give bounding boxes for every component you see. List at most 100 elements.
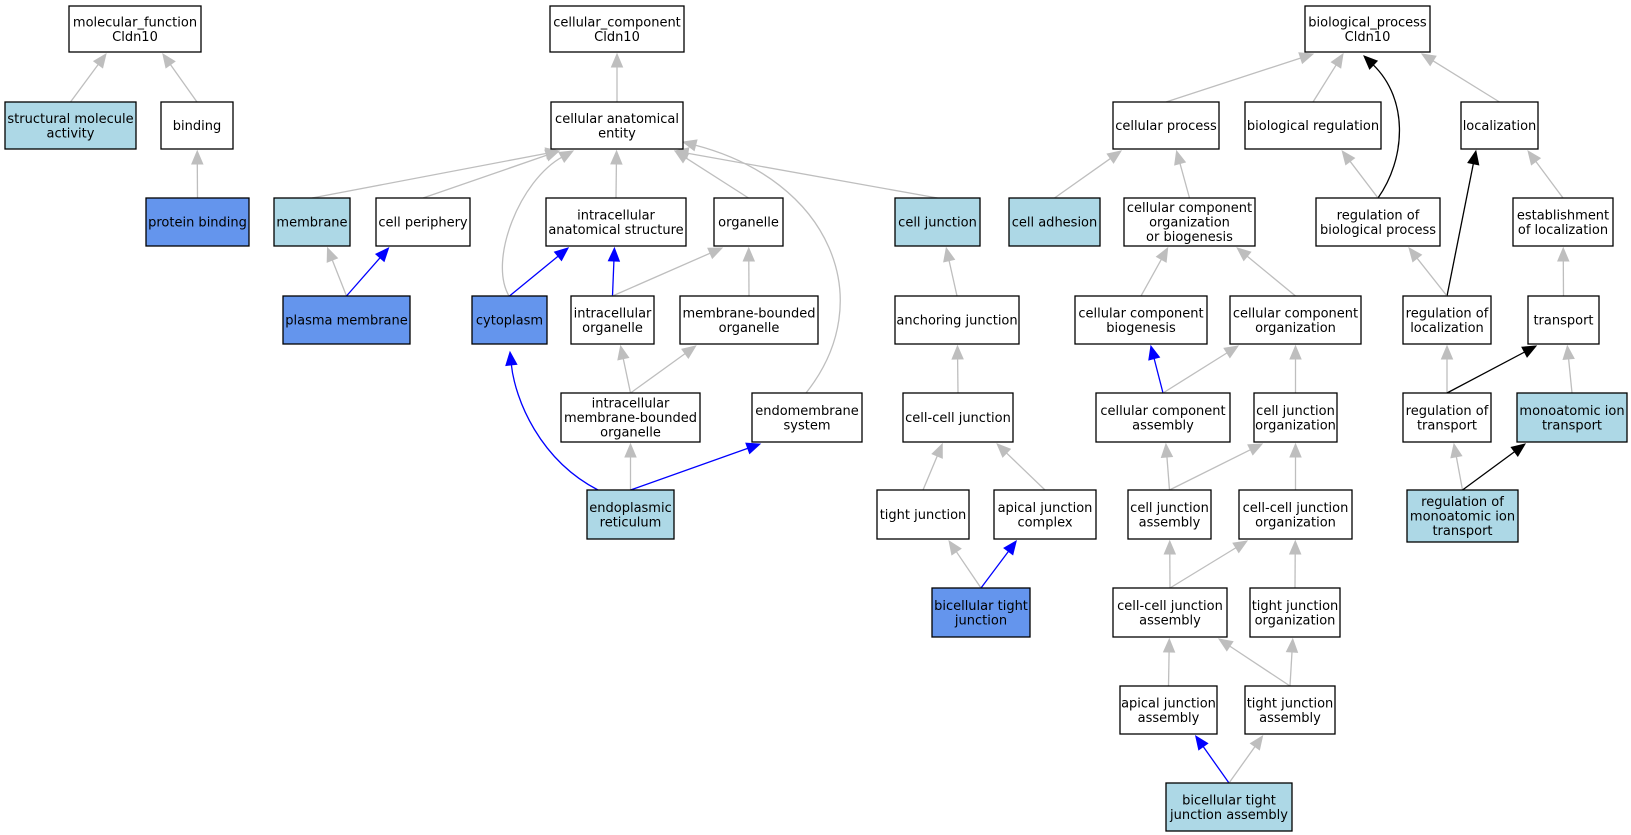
edge-biological-regulation-to-bp-root [1312, 52, 1344, 103]
edge-line [1202, 745, 1230, 784]
node-label-line: biological regulation [1247, 119, 1379, 134]
node-box [1244, 101, 1382, 150]
node-label-line: assembly [1138, 711, 1200, 726]
node-box [282, 295, 411, 345]
node-cell-junction[interactable]: cell junction [894, 197, 981, 247]
node-label-line: Cldn10 [1345, 30, 1391, 45]
edge-ccob-to-cellular-process [1174, 149, 1191, 199]
edge-arrowhead [1330, 52, 1344, 69]
edge-arrowhead [1236, 247, 1252, 262]
edge-intracellular-membrane-bounded-organelle-to-membrane-bounded-organelle [630, 345, 697, 394]
edge-transport-to-establishment-of-localization [1557, 246, 1570, 297]
node-organelle[interactable]: organelle [713, 197, 784, 247]
node-label-line: cellular component [1078, 306, 1203, 321]
edge-tight-junction-to-cell-cell-junction [922, 442, 943, 491]
edge-arrowhead [681, 345, 697, 359]
edge-bicellular-tight-junction-assembly-to-apical-junction-assembly [1194, 734, 1230, 784]
node-localization[interactable]: localization [1460, 101, 1539, 150]
edge-line [980, 550, 1010, 589]
node-label-line: assembly [1139, 515, 1201, 530]
edge-line [1169, 546, 1238, 589]
node-box [1253, 392, 1338, 443]
node-cytoplasm[interactable]: cytoplasm [471, 295, 548, 345]
node-tight-junction[interactable]: tight junction [876, 489, 970, 540]
node-transport[interactable]: transport [1527, 295, 1600, 345]
node-label-line: endoplasmic [589, 501, 671, 516]
edge-cell-cell-junction-assembly-to-cell-cell-junction-organization [1169, 540, 1249, 589]
node-cell-adhesion[interactable]: cell adhesion [1008, 197, 1101, 247]
node-box [1229, 295, 1362, 345]
node-label-line: intracellular [574, 306, 652, 321]
edge-arrowhead [1527, 149, 1542, 166]
node-label-line: cell-cell junction [1117, 599, 1223, 614]
edge-endoplasmic-reticulum-to-intracellular-membrane-bounded-organelle [624, 442, 637, 490]
node-biological-regulation[interactable]: biological regulation [1244, 101, 1382, 150]
edge-line [1162, 351, 1229, 394]
node-cell-periphery[interactable]: cell periphery [375, 197, 471, 247]
edge-arrowhead [1174, 149, 1187, 166]
node-label-line: membrane [276, 216, 347, 231]
node-label-line: intracellular [592, 397, 670, 412]
edge-arrowhead [1148, 344, 1161, 361]
node-cell-cell-junction[interactable]: cell-cell junction [902, 392, 1014, 443]
node-label-line: or biogenesis [1146, 230, 1233, 245]
node-anchoring-junction[interactable]: anchoring junction [894, 295, 1020, 345]
node-plasma-membrane[interactable]: plasma membrane [282, 295, 411, 345]
edge-line [169, 63, 198, 103]
edge-cell-cell-junction-organization-to-cell-junction-organization [1289, 442, 1302, 490]
node-binding[interactable]: binding [160, 101, 234, 150]
node-label-line: endomembrane [755, 404, 859, 419]
node-label-line: regulation of [1421, 495, 1504, 510]
node-box [145, 197, 250, 247]
edge-arrowhead [558, 150, 575, 163]
node-label-line: membrane-bounded [682, 306, 815, 321]
node-label-line: cytoplasm [476, 314, 543, 329]
edge-line [1348, 160, 1379, 199]
node-label-line: bicellular tight [934, 599, 1028, 614]
edge-line [1446, 162, 1475, 297]
node-protein-binding[interactable]: protein binding [145, 197, 250, 247]
edge-arrowhead [610, 149, 623, 165]
edge-regulation-of-localization-to-regulation-of-biological-process [1408, 246, 1448, 297]
edge-line [1169, 448, 1252, 491]
node-box [160, 101, 234, 150]
node-membrane[interactable]: membrane [273, 197, 351, 247]
edge-regulation-of-transport-to-transport [1446, 345, 1538, 394]
node-box [713, 197, 784, 247]
edge-line [311, 152, 548, 199]
edge-bicellular-tight-junction-to-apical-junction-complex [980, 539, 1017, 589]
node-cellular-process[interactable]: cellular process [1112, 101, 1220, 150]
